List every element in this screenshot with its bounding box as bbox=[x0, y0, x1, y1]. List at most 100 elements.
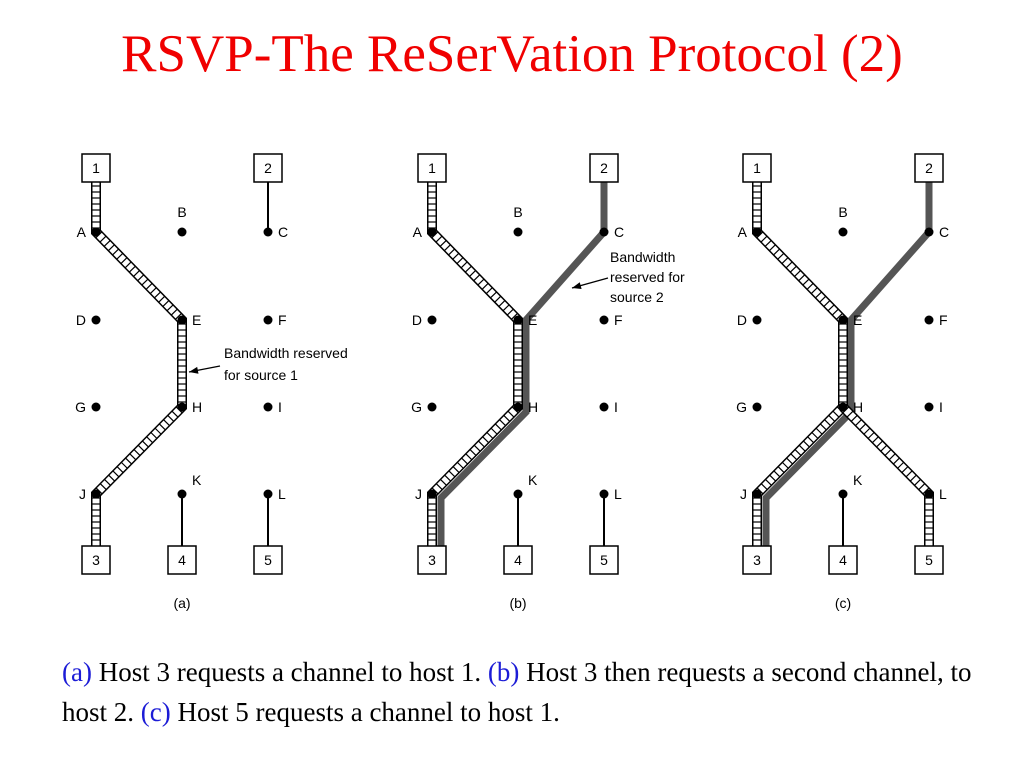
host-4-box bbox=[167, 545, 197, 575]
router-i-node bbox=[599, 402, 609, 412]
router-f-node bbox=[263, 315, 273, 325]
annotation-arrow-source-1 bbox=[188, 365, 221, 374]
caption-label-c: (c) bbox=[140, 697, 171, 727]
host-2-box bbox=[253, 153, 283, 183]
router-d-node bbox=[752, 315, 762, 325]
router-c-node bbox=[599, 227, 609, 237]
router-c-label: C bbox=[278, 224, 288, 240]
host-3-box bbox=[417, 545, 447, 575]
router-h-label: H bbox=[192, 399, 202, 415]
host-2-label: 2 bbox=[264, 160, 272, 176]
router-j-label: J bbox=[740, 486, 747, 502]
router-b-label: B bbox=[177, 204, 186, 220]
host-1-label: 1 bbox=[753, 160, 761, 176]
router-h-label: H bbox=[853, 399, 863, 415]
router-b-label: B bbox=[513, 204, 522, 220]
router-d-node bbox=[427, 315, 437, 325]
caption-text-b: Host 3 then requests a second channel, t… bbox=[62, 657, 972, 727]
host-1-label: 1 bbox=[428, 160, 436, 176]
host-2-label: 2 bbox=[925, 160, 933, 176]
router-e-node bbox=[513, 315, 523, 325]
router-l-node bbox=[924, 489, 934, 499]
router-i-label: I bbox=[278, 399, 282, 415]
reserved-path-source-1 bbox=[91, 182, 187, 546]
panel-label: (c) bbox=[835, 595, 851, 611]
reserved-path-host-3-to-1 bbox=[752, 182, 848, 546]
slide-title: RSVP-The ReSerVation Protocol (2) bbox=[121, 25, 903, 83]
router-k-node bbox=[513, 489, 523, 499]
host-3-box bbox=[81, 545, 111, 575]
router-b-node bbox=[513, 227, 523, 237]
router-h-node bbox=[838, 402, 848, 412]
host-5-box bbox=[914, 545, 944, 575]
router-a-label: A bbox=[77, 224, 87, 240]
router-f-label: F bbox=[939, 312, 948, 328]
host-5-label: 5 bbox=[600, 552, 608, 568]
router-l-label: L bbox=[939, 486, 947, 502]
router-d-node bbox=[91, 315, 101, 325]
router-j-node bbox=[91, 489, 101, 499]
router-c-node bbox=[924, 227, 934, 237]
router-b-node bbox=[177, 227, 187, 237]
annotation-source-2-line-2: reserved for bbox=[610, 269, 685, 285]
host-4-label: 4 bbox=[839, 552, 847, 568]
router-f-node bbox=[599, 315, 609, 325]
router-c-label: C bbox=[939, 224, 949, 240]
router-a-label: A bbox=[738, 224, 748, 240]
router-g-node bbox=[91, 402, 101, 412]
router-i-node bbox=[924, 402, 934, 412]
reserved-path-source-2 bbox=[437, 182, 608, 546]
router-j-node bbox=[752, 489, 762, 499]
annotation-source-1-line-2: for source 1 bbox=[224, 367, 298, 383]
caption-label-b: (b) bbox=[487, 657, 520, 687]
router-b-label: B bbox=[838, 204, 847, 220]
host-4-label: 4 bbox=[514, 552, 522, 568]
host-4-box bbox=[828, 545, 858, 575]
caption-label-a: (a) bbox=[62, 657, 92, 687]
router-d-label: D bbox=[76, 312, 86, 328]
router-a-node bbox=[752, 227, 762, 237]
host-5-box bbox=[253, 545, 283, 575]
host-3-box bbox=[742, 545, 772, 575]
router-f-label: F bbox=[614, 312, 623, 328]
router-e-label: E bbox=[853, 312, 862, 328]
host-3-label: 3 bbox=[92, 552, 100, 568]
host-3-label: 3 bbox=[753, 552, 761, 568]
router-l-node bbox=[263, 489, 273, 499]
router-d-label: D bbox=[412, 312, 422, 328]
router-e-node bbox=[838, 315, 848, 325]
figure-caption: (a) Host 3 requests a channel to host 1.… bbox=[62, 652, 992, 732]
router-j-node bbox=[427, 489, 437, 499]
reserved-path-source-1 bbox=[427, 182, 523, 546]
host-5-box bbox=[589, 545, 619, 575]
router-e-node bbox=[177, 315, 187, 325]
host-4-box bbox=[503, 545, 533, 575]
router-d-label: D bbox=[737, 312, 747, 328]
router-l-label: L bbox=[278, 486, 286, 502]
host-5-label: 5 bbox=[264, 552, 272, 568]
host-5-label: 5 bbox=[925, 552, 933, 568]
router-k-node bbox=[177, 489, 187, 499]
router-a-node bbox=[91, 227, 101, 237]
host-1-box bbox=[81, 153, 111, 183]
host-3-label: 3 bbox=[428, 552, 436, 568]
router-l-label: L bbox=[614, 486, 622, 502]
router-g-label: G bbox=[736, 399, 747, 415]
reserved-path-source-2 bbox=[762, 182, 933, 546]
annotation-arrow-source-2 bbox=[571, 277, 609, 289]
router-h-node bbox=[513, 402, 523, 412]
host-2-box bbox=[589, 153, 619, 183]
router-e-label: E bbox=[528, 312, 537, 328]
router-c-label: C bbox=[614, 224, 624, 240]
router-a-label: A bbox=[413, 224, 423, 240]
router-c-node bbox=[263, 227, 273, 237]
router-j-label: J bbox=[79, 486, 86, 502]
router-j-label: J bbox=[415, 486, 422, 502]
router-g-node bbox=[752, 402, 762, 412]
router-k-label: K bbox=[853, 472, 863, 488]
router-b-node bbox=[838, 227, 848, 237]
